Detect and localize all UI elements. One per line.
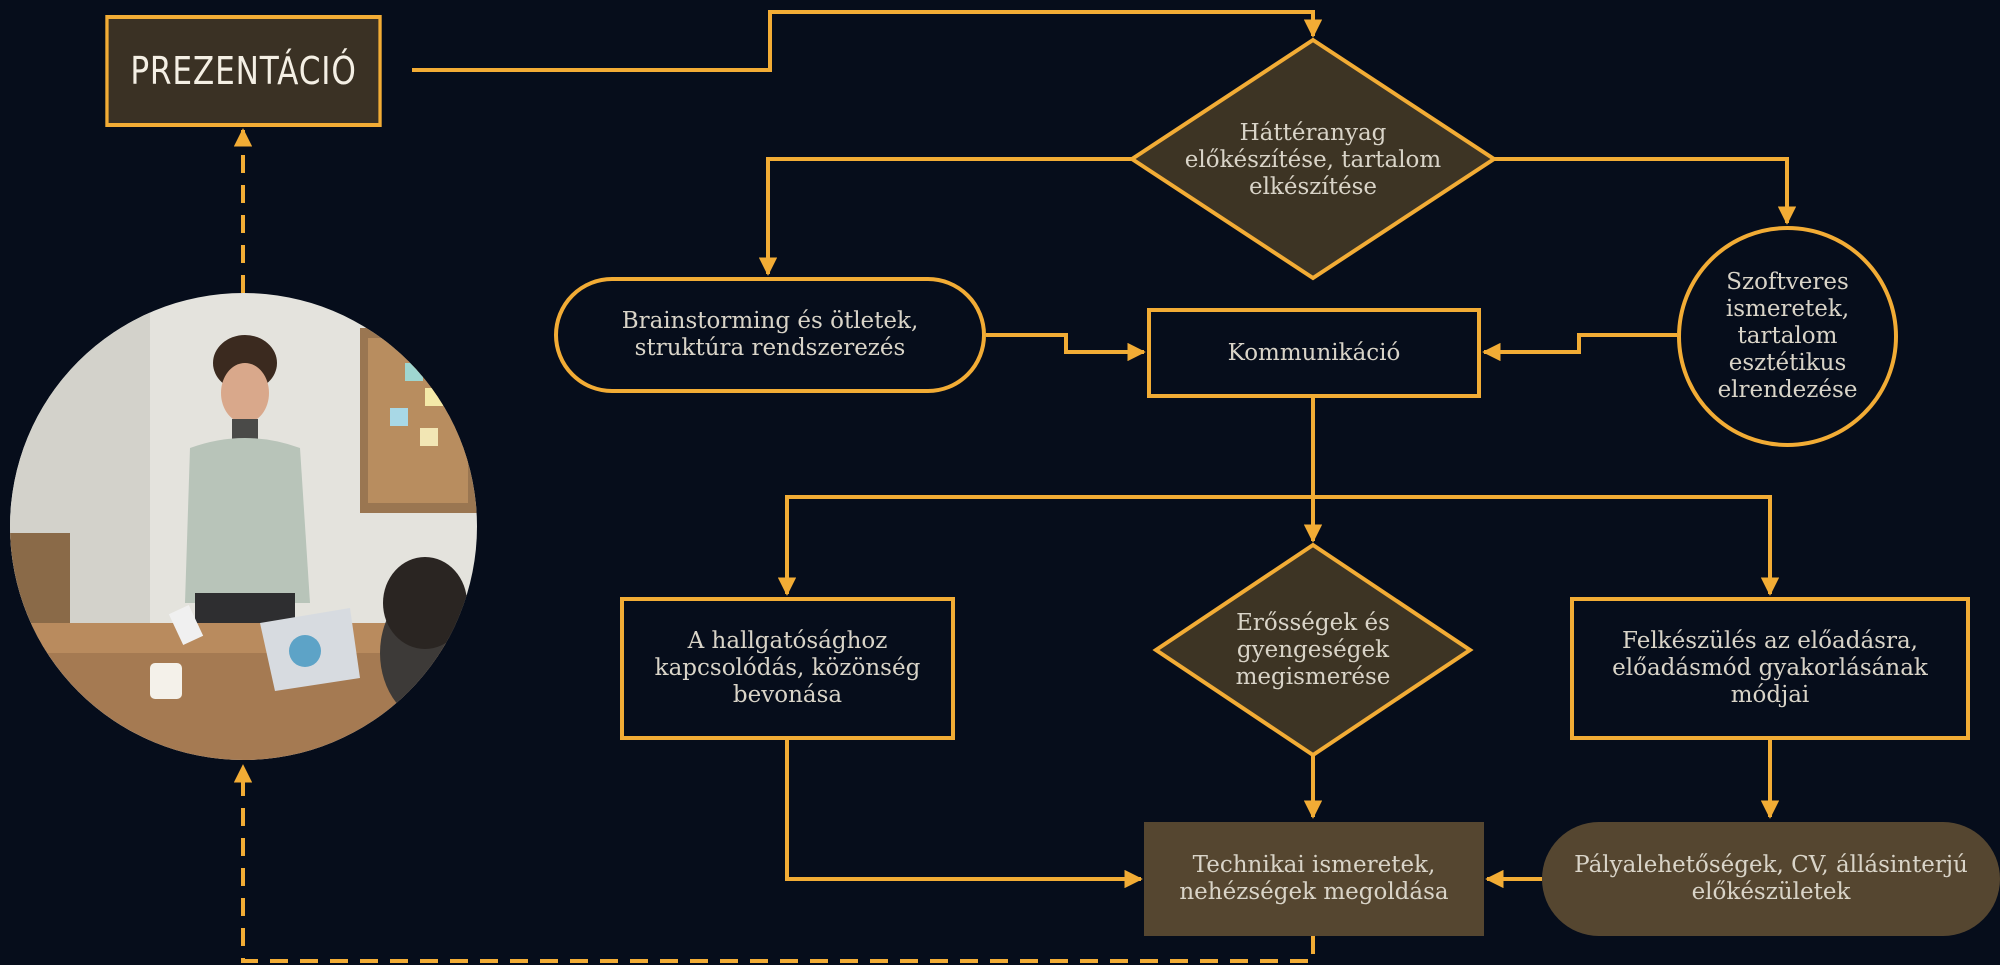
szoftveres-node: Szoftveres ismeretek, tartalom esztétiku… <box>1677 226 1898 447</box>
kommunikacio-node: Kommunikáció <box>1147 308 1481 398</box>
arrow-branch-to-felkeszules <box>1313 495 1780 596</box>
technikai-node: Technikai ismeretek, nehézségek megoldás… <box>1144 822 1484 936</box>
hallgatosag-label: A hallgatósághoz kapcsolódás, közönség b… <box>654 628 921 708</box>
szoftveres-label: Szoftveres ismeretek, tartalom esztétiku… <box>1717 269 1858 403</box>
palya-node: Pályalehetőségek, CV, állásinterjú előké… <box>1542 822 2000 936</box>
dashed-feedback-loop <box>233 764 1315 963</box>
arrow-hallgatosag-to-technikai <box>785 740 1143 889</box>
hatteranyag-node: Háttéranyag előkészítése, tartalom elkés… <box>1172 110 1454 210</box>
presenter-photo <box>10 293 477 760</box>
arrow-prezentacio-to-hatteranyag <box>412 10 1323 72</box>
hatteranyag-label: Háttéranyag előkészítése, tartalom elkés… <box>1184 119 1442 200</box>
erossegek-node: Erősségek és gyengeségek megismerése <box>1213 605 1413 695</box>
hallgatosag-node: A hallgatósághoz kapcsolódás, közönség b… <box>620 597 955 740</box>
arrow-hatteranyag-to-szoftveres <box>1494 157 1797 225</box>
arrow-szoftveres-to-kommunikacio <box>1482 333 1677 362</box>
erossegek-label: Erősségek és gyengeségek megismerése <box>1235 609 1391 690</box>
hatteranyag-diamond <box>1128 37 1498 281</box>
felkeszules-label: Felkészülés az előadásra, előadásmód gya… <box>1612 628 1928 708</box>
technikai-label: Technikai ismeretek, nehézségek megoldás… <box>1179 852 1449 905</box>
presenter-photo-illustration <box>10 293 477 760</box>
arrow-branch-to-hallgatosag <box>777 495 1313 596</box>
arrow-hatteranyag-to-brainstorming <box>758 157 1132 276</box>
felkeszules-node: Felkészülés az előadásra, előadásmód gya… <box>1570 597 1970 740</box>
palya-label: Pályalehetőségek, CV, állásinterjú előké… <box>1574 852 1968 905</box>
kommunikacio-label: Kommunikáció <box>1227 339 1401 366</box>
brainstorming-label: Brainstorming és ötletek, struktúra rend… <box>621 308 919 361</box>
brainstorming-node: Brainstorming és ötletek, struktúra rend… <box>554 277 986 393</box>
arrow-brainstorming-to-kommunikacio <box>986 333 1146 362</box>
prezentacio-title: PREZENTÁCIÓ <box>105 15 382 127</box>
prezentacio-title-text: PREZENTÁCIÓ <box>130 49 357 93</box>
